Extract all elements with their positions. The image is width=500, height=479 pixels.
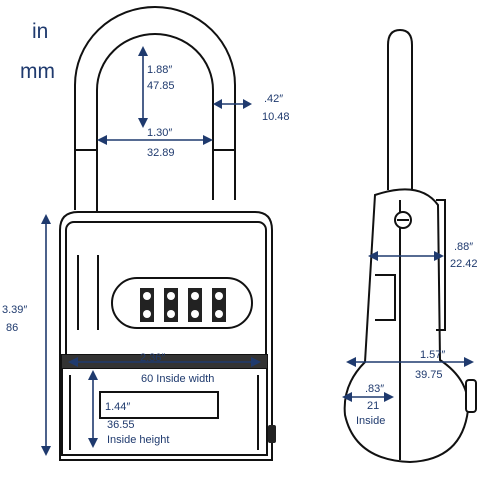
side-depth-mm: 22.42	[450, 258, 478, 270]
front-lock-body	[59, 211, 276, 461]
shackle-width-mm: 32.89	[147, 147, 175, 159]
shackle-height-mm: 47.85	[147, 80, 175, 92]
inside-height-label: Inside height	[107, 434, 169, 446]
front-shackle	[74, 6, 236, 212]
inside-height-in: 1.44″	[105, 401, 130, 413]
key-tag-window	[99, 391, 219, 419]
dimension-lines-front	[41, 46, 261, 456]
inside-width-in: 2.36″	[140, 352, 165, 364]
units-label-mm: mm	[20, 60, 55, 83]
shackle-thickness-in: .42″	[264, 93, 283, 105]
combination-dial-window	[111, 277, 253, 329]
body-height-in: 3.39″	[2, 304, 27, 316]
shackle-height-in: 1.88″	[147, 64, 172, 76]
side-depth-in: .88″	[454, 241, 473, 253]
bottom-depth-mm: 39.75	[415, 369, 443, 381]
bottom-depth-in: 1.57″	[420, 349, 445, 361]
shackle-thickness-mm: 10.48	[262, 111, 290, 123]
inside-width-label: 60 Inside width	[141, 373, 214, 385]
inside-depth-label: Inside	[356, 415, 385, 427]
dimension-lines-side	[342, 251, 474, 402]
units-label-in: in	[32, 20, 48, 43]
inside-depth-mm: 21	[367, 400, 379, 412]
inside-height-mm: 36.55	[107, 419, 135, 431]
shackle-width-in: 1.30″	[147, 127, 172, 139]
body-height-mm: 86	[6, 322, 18, 334]
combination-dials	[140, 288, 226, 322]
inside-depth-in: .83″	[365, 383, 384, 395]
